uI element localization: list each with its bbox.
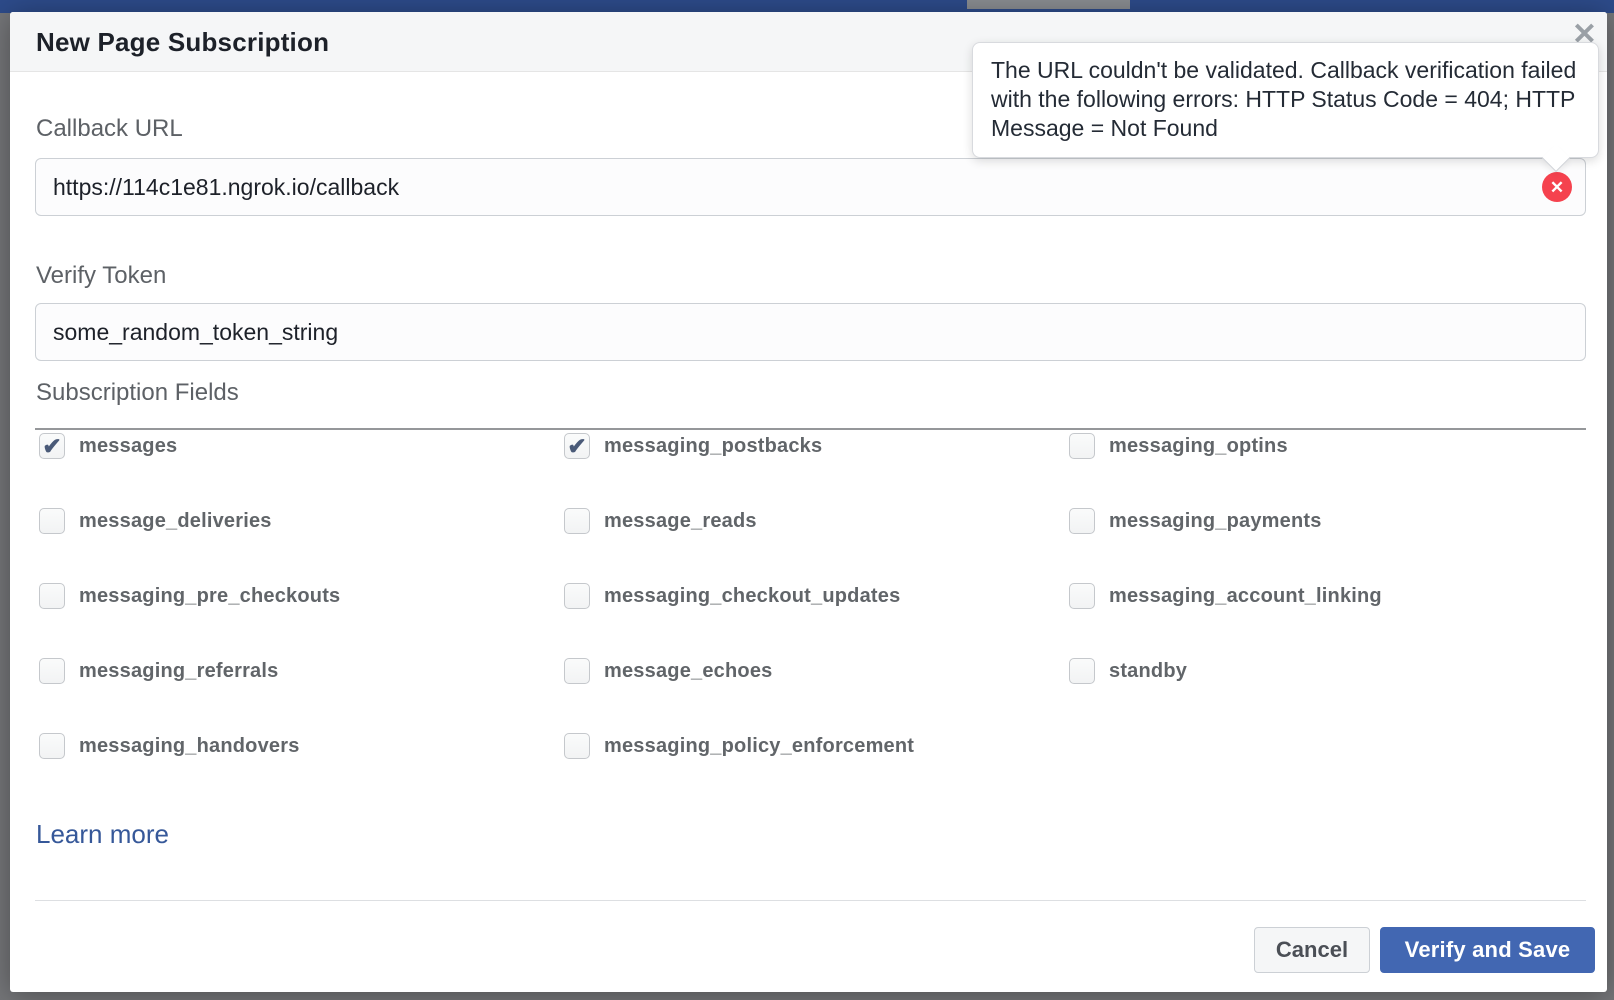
subscription-field-item: ✔ messaging_postbacks bbox=[564, 432, 1069, 460]
subscription-field-item: message_reads bbox=[564, 507, 1069, 535]
subscription-field-item: message_echoes bbox=[564, 657, 1069, 685]
checkbox-label: message_echoes bbox=[604, 659, 773, 682]
verify-and-save-button[interactable]: Verify and Save bbox=[1380, 927, 1595, 973]
checkbox-label: message_deliveries bbox=[79, 509, 272, 532]
checkbox-label: messaging_optins bbox=[1109, 434, 1288, 457]
checkbox[interactable] bbox=[1069, 433, 1095, 459]
subscription-field-item: messaging_pre_checkouts bbox=[39, 582, 564, 610]
checkbox[interactable] bbox=[39, 583, 65, 609]
subscription-field-item: messaging_policy_enforcement bbox=[564, 732, 1069, 760]
callback-url-field-wrap: ✕ bbox=[35, 158, 1586, 216]
checkbox[interactable] bbox=[564, 658, 590, 684]
checkbox[interactable] bbox=[1069, 508, 1095, 534]
validation-error-icon: ✕ bbox=[1542, 172, 1572, 202]
cancel-button[interactable]: Cancel bbox=[1254, 927, 1370, 973]
checkbox[interactable]: ✔ bbox=[564, 433, 590, 459]
learn-more-link[interactable]: Learn more bbox=[36, 819, 169, 849]
checkbox-label: standby bbox=[1109, 659, 1188, 682]
checkbox-label: messaging_account_linking bbox=[1109, 584, 1382, 607]
callback-url-input[interactable] bbox=[35, 158, 1586, 216]
checkbox[interactable] bbox=[39, 733, 65, 759]
subscription-field-item: ✔ messages bbox=[39, 432, 564, 460]
checkbox[interactable] bbox=[564, 733, 590, 759]
callback-url-label: Callback URL bbox=[36, 115, 183, 142]
verify-token-label: Verify Token bbox=[36, 262, 167, 289]
subscription-field-item: messaging_optins bbox=[1069, 432, 1590, 460]
error-tooltip: The URL couldn't be validated. Callback … bbox=[972, 42, 1599, 173]
checkbox-label: messaging_policy_enforcement bbox=[604, 734, 915, 757]
topbar-dimmed-element bbox=[967, 0, 1130, 9]
checkbox[interactable] bbox=[564, 508, 590, 534]
subscription-field-item: messaging_checkout_updates bbox=[564, 582, 1069, 610]
checkbox-label: messaging_payments bbox=[1109, 509, 1322, 532]
verify-token-field-wrap bbox=[35, 303, 1586, 361]
subscription-fields-label: Subscription Fields bbox=[36, 379, 239, 406]
checkbox[interactable]: ✔ bbox=[39, 433, 65, 459]
checkbox-label: messaging_referrals bbox=[79, 659, 279, 682]
subscription-grid: ✔ messages ✔ messaging_postbacks messagi… bbox=[39, 432, 1590, 760]
checkbox-label: messaging_postbacks bbox=[604, 434, 823, 457]
checkbox[interactable] bbox=[39, 658, 65, 684]
subscription-field-item: messaging_payments bbox=[1069, 507, 1590, 535]
facebook-topbar bbox=[0, 0, 1614, 13]
footer-divider bbox=[35, 900, 1586, 901]
subscription-field-item: messaging_handovers bbox=[39, 732, 564, 760]
checkbox[interactable] bbox=[39, 508, 65, 534]
checkbox-label: message_reads bbox=[604, 509, 757, 532]
checkbox-label: messaging_pre_checkouts bbox=[79, 584, 341, 607]
checkbox-label: messaging_handovers bbox=[79, 734, 300, 757]
checkbox-label: messaging_checkout_updates bbox=[604, 584, 901, 607]
footer-buttons: Cancel Verify and Save bbox=[1254, 927, 1595, 973]
checkbox[interactable] bbox=[564, 583, 590, 609]
checkbox-label: messages bbox=[79, 434, 178, 457]
new-page-subscription-dialog: New Page Subscription ✕ The URL couldn't… bbox=[10, 12, 1607, 992]
dialog-title: New Page Subscription bbox=[36, 27, 330, 57]
checkbox[interactable] bbox=[1069, 583, 1095, 609]
subscription-field-item: standby bbox=[1069, 657, 1590, 685]
verify-token-input[interactable] bbox=[35, 303, 1586, 361]
subscription-field-item: messaging_account_linking bbox=[1069, 582, 1590, 610]
checkbox[interactable] bbox=[1069, 658, 1095, 684]
error-tooltip-text: The URL couldn't be validated. Callback … bbox=[991, 57, 1577, 141]
subscription-divider bbox=[35, 428, 1586, 430]
subscription-field-item: messaging_referrals bbox=[39, 657, 564, 685]
subscription-field-item: message_deliveries bbox=[39, 507, 564, 535]
